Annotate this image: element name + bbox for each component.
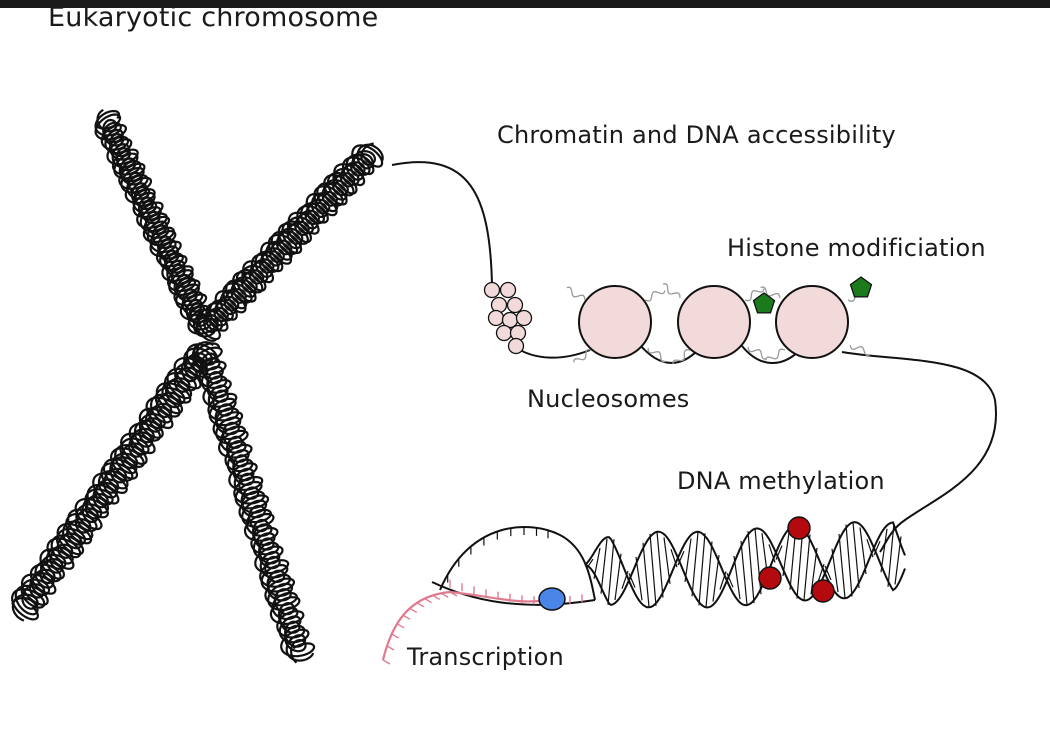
helix-rung xyxy=(642,542,650,607)
methyl-groups xyxy=(758,516,835,603)
rna-base xyxy=(386,645,395,651)
chromosome-arm-upper-left xyxy=(94,113,212,336)
label-nucleosomes: Nucleosomes xyxy=(527,385,690,413)
rna-base xyxy=(391,633,400,639)
rna-base xyxy=(396,623,405,629)
ellipse-icon xyxy=(538,587,566,611)
pentagon-icon xyxy=(752,292,776,314)
helix-rung xyxy=(810,547,818,595)
histone-tail xyxy=(572,348,593,363)
chromosome-arm-lower-right xyxy=(196,342,316,658)
circle-icon xyxy=(758,566,782,590)
helix-rung xyxy=(614,553,622,601)
helix-rung xyxy=(698,533,706,606)
dna-double-helix xyxy=(431,521,906,609)
histone-tail xyxy=(744,288,765,302)
nucleosome-bead xyxy=(499,281,517,299)
helix-rung xyxy=(845,524,853,597)
rna-base xyxy=(416,602,425,608)
helix-strand-a xyxy=(584,521,906,609)
top-bar xyxy=(0,0,1050,8)
helix-rung xyxy=(600,538,608,594)
fiber-linker-2 xyxy=(639,344,699,364)
helix-rung xyxy=(754,528,762,595)
rna-transcript xyxy=(381,579,583,665)
helix-rung xyxy=(852,522,860,589)
nucleosome-bead xyxy=(487,309,505,327)
nucleosome xyxy=(578,285,652,359)
nucleosome-bead xyxy=(506,296,524,314)
histone-tail xyxy=(644,290,666,302)
pentagon-icon xyxy=(849,276,873,298)
polymerase xyxy=(538,587,566,611)
helix-rung xyxy=(838,533,846,599)
nucleosome-bead xyxy=(507,337,525,355)
page-title: Eukaryotic chromosome xyxy=(48,2,379,33)
helix-rung xyxy=(887,522,895,587)
chromosome-arm-upper-left xyxy=(94,109,216,338)
histone-marks xyxy=(752,276,873,314)
bubble-upper-strand xyxy=(439,526,596,601)
nucleosome-cluster xyxy=(483,281,533,355)
chromatin-fiber xyxy=(391,161,998,553)
helix-rung xyxy=(782,532,790,576)
rna-base xyxy=(449,591,458,597)
nucleosome xyxy=(677,285,751,359)
helix-rung xyxy=(747,531,755,604)
rna-base xyxy=(402,614,411,620)
nucleosome-bead xyxy=(495,324,513,342)
label-histone-modification: Histone modificiation xyxy=(727,234,986,262)
nucleosome-bead xyxy=(515,309,533,327)
helix-rung xyxy=(691,532,699,597)
helix-rung xyxy=(705,541,713,608)
histone-tail xyxy=(566,286,586,301)
helix-rung xyxy=(859,527,867,575)
fiber-from-chromosome xyxy=(391,161,493,286)
histone-tails xyxy=(566,283,870,365)
label-chromatin-accessibility: Chromatin and DNA accessibility xyxy=(497,121,896,149)
helix-rung xyxy=(712,555,720,602)
histone-tail xyxy=(672,349,691,365)
rna-base xyxy=(432,594,441,600)
histone-tail xyxy=(849,344,870,357)
rna-base xyxy=(440,592,449,598)
helix-rung xyxy=(656,531,664,598)
helix-rung xyxy=(635,556,643,601)
circle-icon xyxy=(787,516,811,540)
chromosome-arm-lower-left xyxy=(11,341,214,621)
histone-tail xyxy=(647,347,666,363)
nucleosome-group xyxy=(578,285,849,359)
chromosome-arm-upper-right xyxy=(196,142,376,341)
chromosome-drawing xyxy=(11,108,384,664)
helix-rung xyxy=(740,540,748,605)
histone-tail xyxy=(764,348,786,361)
rna-base xyxy=(409,607,418,613)
histone-tail xyxy=(663,283,681,299)
histone-tail xyxy=(747,346,767,360)
chromosome-arm-lower-left xyxy=(11,344,214,616)
helix-strand-b xyxy=(584,521,906,609)
chromosome-arm-lower-right xyxy=(193,342,315,662)
helix-rung xyxy=(607,539,615,605)
chromosome-arm-upper-left xyxy=(96,108,219,335)
label-dna-methylation: DNA methylation xyxy=(677,467,885,495)
circle-icon xyxy=(811,579,835,603)
rna-base xyxy=(424,598,432,604)
rna-base xyxy=(382,659,391,665)
nucleosome xyxy=(775,285,849,359)
rna-strand xyxy=(381,590,546,661)
helix-rung xyxy=(803,534,811,601)
helix-rung xyxy=(649,533,657,606)
helix-rung xyxy=(663,537,671,584)
nucleosome-bead xyxy=(483,281,501,299)
label-transcription: Transcription xyxy=(407,643,564,671)
fiber-to-helix xyxy=(841,351,998,553)
